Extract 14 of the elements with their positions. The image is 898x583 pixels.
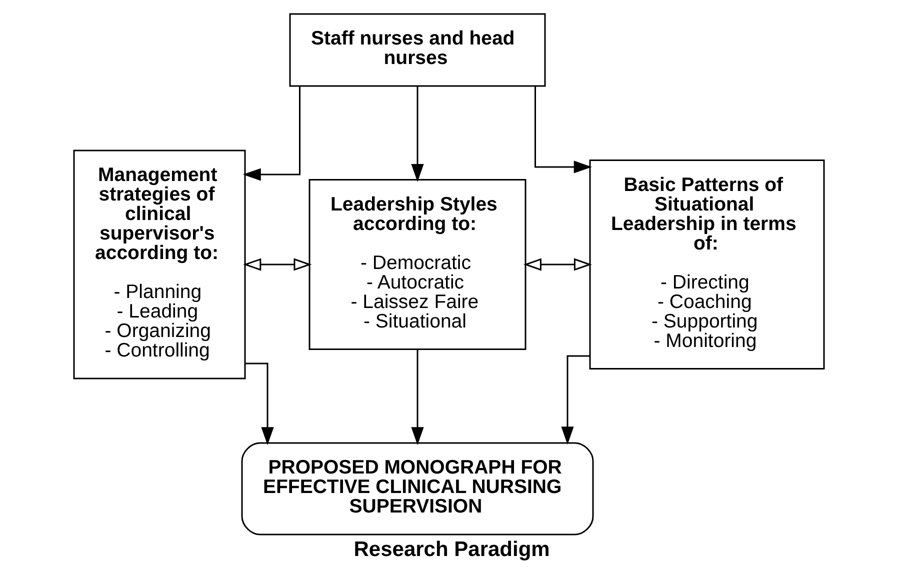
arrow (411, 86, 424, 182)
node-box: PROPOSED MONOGRAPH FOR EFFECTIVE CLINICAL NURSING SUPERVISION (241, 442, 594, 536)
arrow (523, 258, 592, 271)
arrow (243, 258, 312, 271)
arrow (411, 349, 424, 446)
arrow (561, 355, 590, 445)
node-box: Basic Patterns of Situational Leadership in terms of: - Directing - Coaching - Supporting - Monitoring (589, 160, 825, 370)
node-box: Staff nurses and head nurses (289, 13, 546, 87)
caption: Research Paradigm (354, 538, 550, 561)
arrow (245, 362, 274, 446)
arrow (242, 86, 300, 181)
arrow (534, 86, 592, 174)
node-box: Leadership Styles according to: - Democratic - Autocratic - Laissez Faire - Situational (308, 179, 526, 350)
node-box: Management strategies of clinical supervisor's according to: - Planning - Leading - Organizing - Controlling (73, 150, 246, 380)
